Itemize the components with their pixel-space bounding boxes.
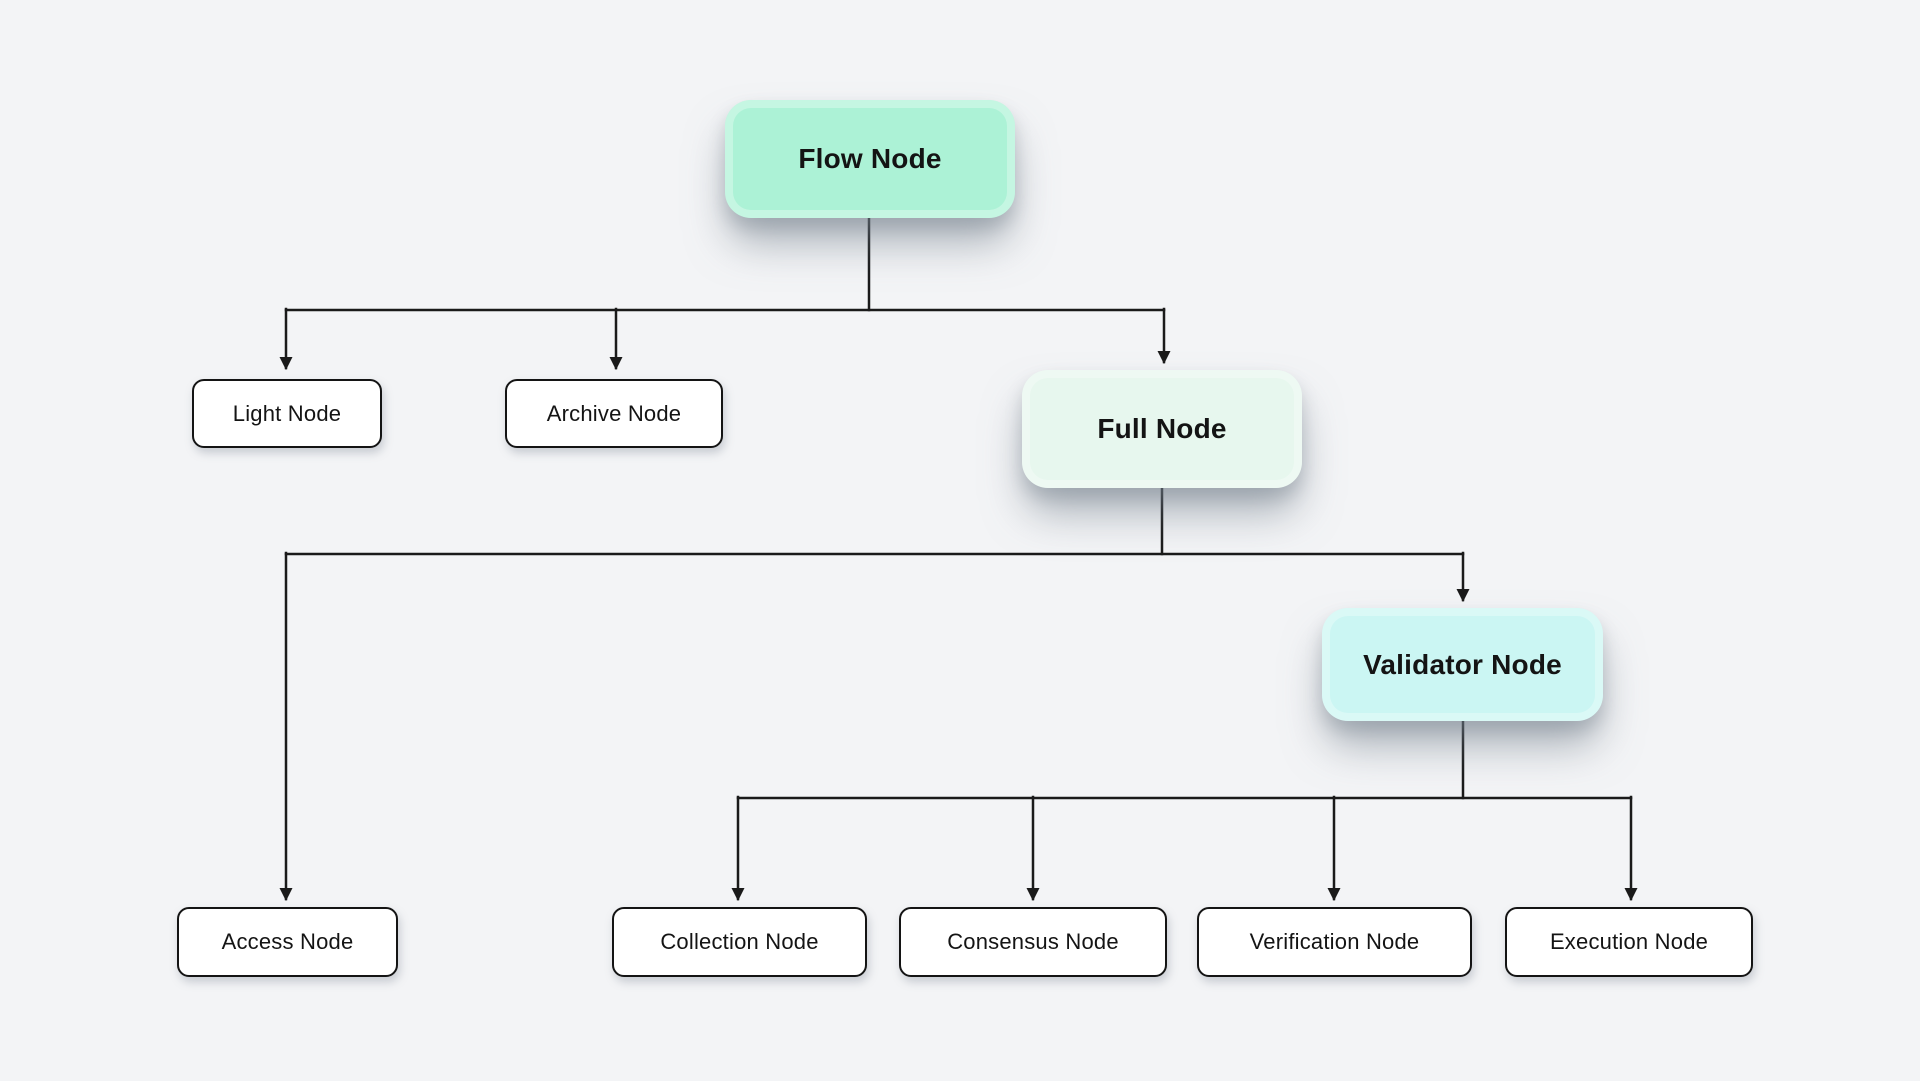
node-flow: Flow Node <box>725 100 1015 218</box>
node-light: Light Node <box>192 379 382 448</box>
node-access-label: Access Node <box>221 929 354 954</box>
node-flow-label: Flow Node <box>798 143 942 174</box>
node-consensus: Consensus Node <box>899 907 1167 977</box>
node-full: Full Node <box>1022 370 1302 488</box>
node-archive-label: Archive Node <box>546 400 682 426</box>
node-validator-label: Validator Node <box>1363 648 1562 680</box>
node-execution: Execution Node <box>1505 907 1753 977</box>
node-execution-label: Execution Node <box>1549 929 1709 954</box>
node-verification-label: Verification Node <box>1249 929 1420 954</box>
node-validator: Validator Node <box>1322 608 1603 721</box>
node-collection: Collection Node <box>612 907 867 977</box>
node-light-label: Light Node <box>232 400 342 426</box>
node-archive: Archive Node <box>505 379 723 448</box>
node-consensus-label: Consensus Node <box>947 929 1119 954</box>
node-full-label: Full Node <box>1097 413 1227 444</box>
node-verification: Verification Node <box>1197 907 1472 977</box>
node-collection-label: Collection Node <box>660 929 819 954</box>
node-access: Access Node <box>177 907 398 977</box>
